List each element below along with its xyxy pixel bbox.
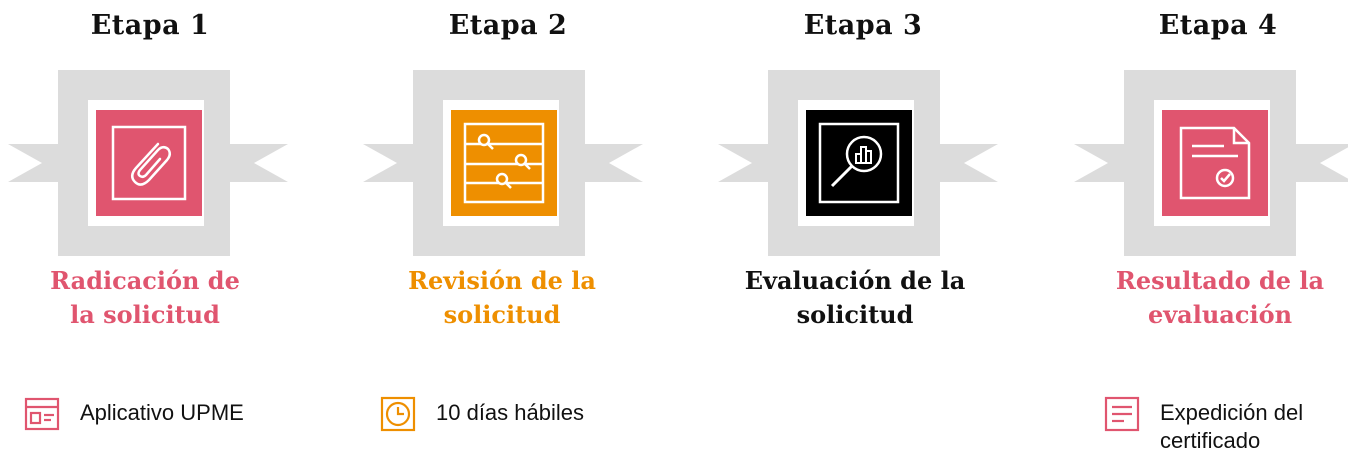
stage-name: Resultado de la evaluación bbox=[1115, 266, 1325, 329]
stage-name: Radicación de la solicitud bbox=[50, 266, 240, 329]
detail-text: Aplicativo UPME bbox=[80, 400, 244, 425]
document-lines-icon bbox=[1104, 396, 1140, 432]
detail-text: Expedición del certificado bbox=[1160, 400, 1304, 453]
stage-name: Evaluación de la solicitud bbox=[744, 266, 966, 329]
paperclip-icon bbox=[96, 110, 202, 216]
certificate-check-icon bbox=[1162, 110, 1268, 216]
stage-detail: 10 días hábiles bbox=[380, 396, 584, 432]
clock-icon bbox=[380, 396, 416, 432]
stage-title: Etapa 4 bbox=[1158, 10, 1278, 41]
stage-title: Etapa 2 bbox=[448, 10, 568, 41]
stage-detail: Aplicativo UPME bbox=[24, 396, 244, 432]
stage-title: Etapa 3 bbox=[803, 10, 923, 41]
detail-text: 10 días hábiles bbox=[436, 400, 584, 425]
stage-title: Etapa 1 bbox=[90, 10, 210, 41]
stage-name: Revisión de la solicitud bbox=[408, 266, 596, 329]
stage-detail: Expedición del certificado bbox=[1104, 396, 1303, 455]
magnifier-chart-icon bbox=[806, 110, 912, 216]
search-list-icon bbox=[451, 110, 557, 216]
app-window-icon bbox=[24, 397, 60, 431]
